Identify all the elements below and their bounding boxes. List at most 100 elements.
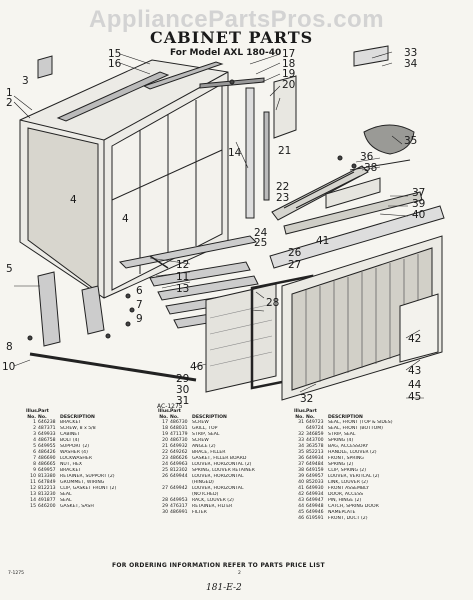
part-no: 649944 (170, 474, 188, 480)
callout-41: 41 (316, 235, 330, 247)
callout-31: 31 (176, 395, 190, 407)
description: PIN, HINGE (2) (328, 498, 362, 504)
part-no: 649947 (306, 498, 324, 504)
description: GROMMET, WIRING (60, 480, 105, 486)
illus-no: 28 (162, 498, 168, 504)
callout-4b: 4 (122, 213, 129, 225)
part-no: 486426 (38, 450, 56, 456)
description: (NOTCHED) (192, 492, 219, 498)
part-no: 649262 (170, 450, 188, 456)
description: CATCH, SPRING DOOR (328, 504, 379, 510)
part-no: 476317 (170, 504, 188, 510)
illus-no: 32 (298, 432, 304, 438)
description: LOUVER, VERTICAL (2) (328, 474, 380, 480)
part-no: 649955 (38, 444, 56, 450)
callout-37: 37 (412, 187, 426, 199)
illus-no: 5 (33, 444, 36, 450)
callout-14: 14 (228, 147, 242, 159)
description: WASHER (4) (60, 450, 88, 456)
part-no: 649933 (38, 432, 56, 438)
illus-no: 29 (162, 504, 168, 510)
callout-33: 33 (404, 47, 418, 59)
watermark: AppliancePartsPros.com (88, 6, 385, 33)
description: RACK, LOUVER (2) (192, 498, 234, 504)
part-no: 649953 (170, 498, 188, 504)
part-no: 649963 (170, 462, 188, 468)
description: SPRING (2) (328, 462, 354, 468)
callout-43: 43 (408, 365, 422, 377)
description: LOUVER, HORIZONTAL (2) (192, 462, 252, 468)
description: SEAL, FRONT (BOTTOM) (328, 426, 383, 432)
description: SCREW (192, 420, 209, 426)
part-no: 649484 (306, 462, 324, 468)
illus-no: 31 (298, 420, 304, 426)
description: CLIP, GASKET FRONT (2) (60, 486, 117, 492)
description: (HINGED) (192, 480, 214, 486)
illus-no: 17 (162, 420, 168, 426)
illus-no: 2 (33, 426, 36, 432)
callout-46: 46 (190, 361, 204, 373)
illus-no: 25 (162, 468, 168, 474)
illus-no: 20 (162, 438, 168, 444)
illus-no: 21 (162, 444, 168, 450)
page-number: 2 (238, 571, 241, 576)
illus-no: 27 (162, 486, 168, 492)
page-title: CABINET PARTS (150, 28, 314, 47)
part-no: 471179 (170, 432, 188, 438)
part-no: 486665 (38, 462, 56, 468)
part-no: 486758 (38, 438, 56, 444)
illus-no: 12 (30, 486, 36, 492)
callout-36: 36 (360, 151, 374, 163)
callout-9: 9 (136, 313, 143, 325)
illus-no: 7 (33, 456, 36, 462)
description: SPRING, LOUVER RETAINER (192, 468, 255, 474)
callout-45: 45 (408, 391, 422, 403)
callout-4a: 4 (70, 194, 77, 206)
description: STRIP, SEAL (192, 432, 220, 438)
description: CABINET (60, 432, 81, 438)
callout-15: 15 (108, 48, 122, 60)
callout-5: 5 (6, 263, 13, 275)
illus-no: 22 (162, 450, 168, 456)
callout-12: 12 (176, 259, 190, 271)
illus-no: 35 (298, 450, 304, 456)
callout-18: 18 (282, 58, 296, 70)
part-no: 649942 (170, 486, 188, 492)
illus-no: 37 (298, 462, 304, 468)
description: LINK, LOUVER (2) (328, 480, 368, 486)
callout-39: 39 (412, 198, 426, 210)
callout-20: 20 (282, 79, 296, 91)
illus-no: 18 (162, 426, 168, 432)
illus-no: 9 (33, 468, 36, 474)
callout-34: 34 (404, 58, 418, 70)
callout-35: 35 (404, 135, 418, 147)
callout-26: 26 (288, 247, 302, 259)
part-no: 346859 (306, 432, 324, 438)
illus-no: 4 (33, 438, 36, 444)
ordering-info: FOR ORDERING INFORMATION REFER TO PARTS … (112, 562, 325, 569)
description: SCREW, 8 x 5/8 (60, 426, 96, 432)
